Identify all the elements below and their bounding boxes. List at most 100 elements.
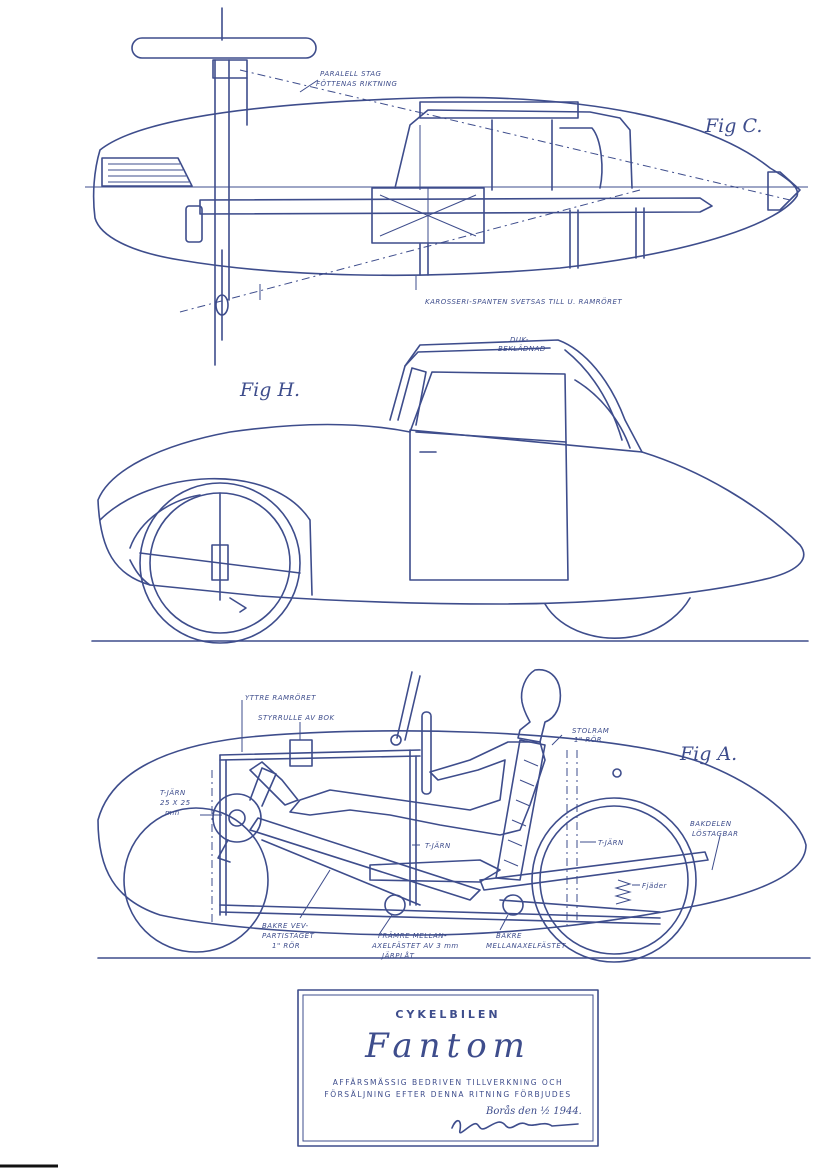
- fig-a-driver-head: [517, 668, 562, 743]
- title-block-title: Fantom: [364, 1026, 531, 1066]
- fig-a-seat-spring: [503, 759, 539, 867]
- fig-a-title: Fig A.: [679, 743, 737, 765]
- fig-a-steering-column-2: [404, 675, 421, 741]
- fig-c-rear-cap: [767, 171, 801, 211]
- fig-a-body-outline: [97, 730, 807, 936]
- fig-a-drive-strut: [249, 817, 481, 901]
- fig-a-hand-lever: [421, 711, 432, 795]
- fig-h-title: Fig H.: [239, 379, 300, 401]
- fig-a-pedal-low: [217, 839, 231, 863]
- title-block-notice-1: AFFÄRSMÄSSIG BEDRIVEN TILLVERKNING OCH: [333, 1078, 563, 1087]
- fig-a-spring: [614, 879, 632, 905]
- fig-a-driver-shoe: [249, 761, 299, 806]
- fig-c-pedal: [185, 205, 203, 243]
- fig-a-chainwheel-hub: [228, 809, 246, 827]
- fig-c-roof-window: [419, 101, 579, 119]
- fig-a-front-wheel: [123, 807, 269, 953]
- fig-h-hub: [211, 544, 229, 581]
- fig-a-chainwheel: [212, 793, 262, 843]
- fig-a-rear-wheel: [531, 797, 697, 963]
- fig-a-chain: [261, 839, 421, 906]
- fig-h-fender-front: [129, 559, 151, 586]
- figure-c: Fig C. PARALELL STAG FÖTTENAS RIKTNING K…: [85, 7, 808, 366]
- fig-a-label-framre-1: FRÄMRE MELLAN-: [378, 931, 447, 940]
- fig-a-label-styrrulle: STYRRULLE AV BOK: [258, 714, 336, 722]
- fig-c-title: Fig C.: [704, 115, 762, 137]
- fig-a-label-stolram-1: STOLRAM: [572, 727, 609, 735]
- fig-a-label-t-jarn-dim-2: 25 X 25: [160, 799, 191, 807]
- fig-h-label-duk-1: DUK-: [510, 336, 529, 344]
- fig-a-rear-wheel-rim: [539, 805, 689, 955]
- fig-h-pedal: [229, 597, 247, 613]
- fig-h-body-outline: [97, 423, 805, 605]
- title-block-signature: [451, 1119, 579, 1134]
- fig-h-roof-line: [404, 347, 551, 367]
- title-block-heading: CYKELBILEN: [395, 1008, 500, 1021]
- fig-h-fender: [99, 477, 313, 596]
- fig-h-cabin-roof: [389, 339, 643, 453]
- fig-a-rear-lower-arm: [499, 899, 661, 913]
- fig-a-label-bakre-mellan-1: BAKRE: [496, 932, 522, 940]
- fig-a-label-t-jarn-mid: T-JÄRN: [425, 841, 451, 850]
- fig-a-label-framre-3: JÄRPLÅT: [380, 951, 415, 960]
- fig-h-rear-pillar: [564, 349, 623, 441]
- fig-c-seat-cross: [379, 188, 477, 243]
- fig-a-label-bakdelen-2: LÖSTAGBAR: [692, 829, 738, 838]
- fig-a-rear-axle: [502, 894, 524, 916]
- fig-h-label-duk-2: BEKLÄDNAD: [498, 344, 546, 353]
- fig-a-label-bakre-mellan-2: MELLANAXELFÄSTET: [486, 941, 566, 950]
- fig-a-steering-pivot: [390, 734, 402, 746]
- fig-a-label-fjader: Fjäder: [642, 882, 668, 890]
- fig-a-label-t-jarn-dim-3: mm: [165, 809, 180, 817]
- fig-c-label-paralell-stag: PARALELL STAG: [320, 70, 382, 78]
- fig-a-label-stolram-2: 1" RÖR: [574, 735, 602, 744]
- fig-a-steering-roller: [289, 739, 313, 767]
- fig-a-bottom-rail-inner: [219, 911, 661, 925]
- fig-a-driver-body: [289, 741, 546, 836]
- fig-a-label-framre-2: AXELFÄSTET AV 3 mm: [371, 941, 459, 950]
- fig-h-fender-inner: [129, 494, 201, 549]
- fig-a-front-axle: [384, 894, 406, 916]
- fig-c-label-fotternas-riktning: FÖTTENAS RIKTNING: [316, 79, 398, 88]
- fig-c-rear-window: [559, 127, 603, 189]
- fig-a-label-yttre-ramroret: YTTRE RAMRÖRET: [245, 693, 316, 702]
- fig-a-label-t-jarn-right: T-JÄRN: [598, 838, 624, 847]
- fig-c-body-outline: [92, 96, 799, 277]
- fig-c-diagonal-2: [179, 189, 641, 313]
- fig-h-rear-wheel: [544, 597, 691, 639]
- fig-h-front-wheel: [139, 482, 301, 644]
- figure-h: Fig H. DUK- BEKLÄDNAD: [91, 336, 809, 644]
- title-block-notice-2: FÖRSÄLJNING EFTER DENNA RITNING FÖRBJUDE…: [324, 1090, 571, 1099]
- fig-a-leader: [379, 914, 393, 934]
- fig-a-leader: [299, 869, 331, 919]
- fig-c-cabin: [394, 109, 633, 189]
- fig-a-steering-column: [396, 671, 413, 739]
- fig-c-steering-wheel: [131, 37, 317, 59]
- fig-c-grill: [101, 157, 193, 187]
- fig-a-leader: [551, 734, 563, 746]
- title-block-frame-inner: [302, 994, 594, 1142]
- fig-a-latch: [612, 768, 622, 778]
- fig-a-leader: [499, 914, 509, 931]
- fig-h-door: [409, 371, 569, 581]
- fig-c-label-karosseri: KAROSSERI-SPANTEN SVETSAS TILL U. RAMRÖR…: [425, 297, 622, 306]
- fig-c-diagonal-1: [239, 69, 791, 201]
- fig-a-label-t-jarn-dim-1: T-JÄRN: [160, 788, 186, 797]
- title-block-date: Borås den ½ 1944.: [485, 1105, 582, 1117]
- title-block: CYKELBILEN Fantom AFFÄRSMÄSSIG BEDRIVEN …: [297, 989, 599, 1147]
- fig-h-windshield: [397, 367, 427, 426]
- fig-a-seat-back: [495, 739, 546, 881]
- fig-c-bracket: [212, 59, 248, 79]
- fig-a-seat: [369, 859, 501, 883]
- fig-a-bottom-rail: [219, 904, 661, 919]
- fig-a-label-bakdelen-1: BAKDELEN: [690, 820, 732, 828]
- signature-stroke: [451, 1119, 579, 1134]
- fig-a-leader: [711, 835, 721, 871]
- fig-a-label-bakre-vev-3: 1" RÖR: [272, 941, 300, 950]
- fig-a-label-bakre-vev-2: PARTISTAGET: [262, 932, 315, 940]
- fig-c-arrow: [299, 79, 319, 93]
- figure-a: Fig A. YTTRE RAMRÖRET STYRRULLE AV BOK S…: [97, 668, 811, 963]
- fig-h-door-window-line: [415, 431, 567, 443]
- fig-a-outer-frame: [219, 749, 421, 756]
